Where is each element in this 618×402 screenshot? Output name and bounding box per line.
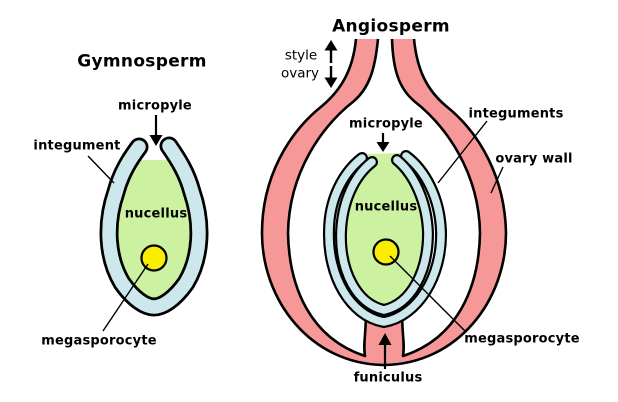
angiosperm-title: Angiosperm [332,16,450,37]
integuments-pointer-line [437,120,488,184]
ovary-down-arrow [324,66,338,88]
gymnosperm-nucellus-shape [109,160,200,301]
angiosperm-micropyle-arrow [376,133,390,152]
style-label: style [284,47,318,64]
funiculus-arrow [378,333,392,369]
integuments-label: integuments [468,106,564,122]
style-up-arrow [324,40,338,63]
gymnosperm-megasporocyte-pointer-line [102,263,149,332]
ovary-wall-inner-right-outline [390,38,482,358]
gymnosperm-micropyle-arrow [149,115,163,146]
gymnosperm-integument-label: integument [33,138,121,154]
ovary-wall-inner-left-outline [286,38,380,358]
angiosperm-inner-integument-band [337,156,432,314]
angiosperm-ovary-wall-shape [262,39,506,365]
ovary-wall-pointer-line [490,166,504,194]
gymnosperm-megasporocyte-circle [140,244,168,272]
angiosperm-outer-integument-band [325,152,445,326]
angiosperm-micropyle-label: micropyle [349,116,423,132]
gymnosperm-megasporocyte-label: megasporocyte [41,333,157,349]
gymnosperm-integument-band [102,139,206,314]
angiosperm-nucellus-shape [345,153,423,306]
funiculus-label: funiculus [353,370,423,386]
integument-pointer-line [87,155,115,184]
ovary-label: ovary [280,65,320,82]
angiosperm-megasporocyte-pointer-line [389,255,467,333]
gymnosperm-micropyle-label: micropyle [118,98,192,114]
gymnosperm-title: Gymnosperm [77,51,207,72]
gymnosperm-nucellus-label: nucellus [124,206,188,222]
ovary-wall-label: ovary wall [495,151,573,167]
angiosperm-nucellus-label: nucellus [354,199,418,215]
angiosperm-megasporocyte-label: megasporocyte [464,331,580,347]
